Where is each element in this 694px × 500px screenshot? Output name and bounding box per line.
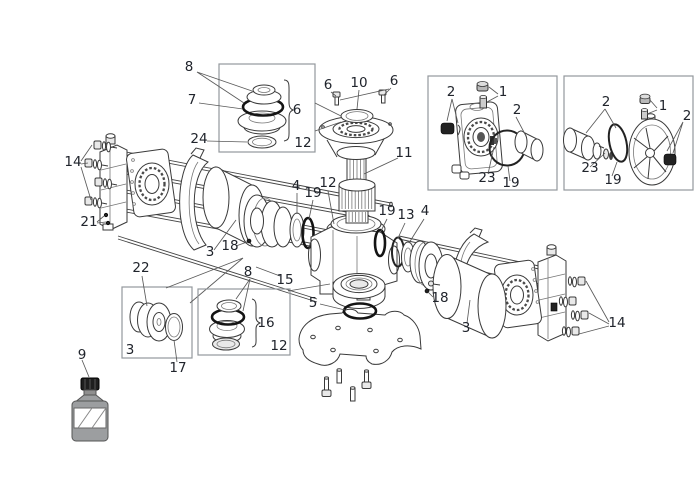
callout-14-right: 14 xyxy=(608,315,625,331)
oring-19-right xyxy=(373,228,387,258)
right-piston xyxy=(428,254,507,339)
callout-18-left: 18 xyxy=(221,238,238,254)
callout-10: 10 xyxy=(350,75,367,91)
callout-12-body: 12 xyxy=(319,175,336,191)
clip-2 xyxy=(457,124,461,136)
callout-18-right: 18 xyxy=(431,290,448,306)
callout-3-kit: 3 xyxy=(126,342,135,358)
seal-kit-box-top xyxy=(218,63,342,153)
bottom-bearing-housing xyxy=(332,273,386,320)
valve-cap-right xyxy=(639,93,651,120)
callout-19-body-right: 19 xyxy=(378,203,395,219)
callout-12-kit-bottom: 12 xyxy=(270,338,287,354)
leader-lines xyxy=(80,71,684,378)
flange-bolt-right xyxy=(378,89,387,104)
piston-kit-box xyxy=(121,257,244,359)
callout-2-dr-right: 2 xyxy=(683,108,692,124)
callout-19-body-left: 19 xyxy=(304,185,321,201)
detail-box-right xyxy=(563,75,694,191)
callout-4-body-left: 4 xyxy=(292,178,301,194)
bottom-bracket-plate xyxy=(298,308,422,366)
callout-22: 22 xyxy=(132,260,149,276)
callout-11: 11 xyxy=(395,145,412,161)
callout-13: 13 xyxy=(397,207,414,223)
callout-9: 9 xyxy=(78,347,87,363)
callout-1-dl: 1 xyxy=(499,84,508,100)
callout-4-body-right: 4 xyxy=(421,203,430,219)
callout-6-flange-right: 6 xyxy=(390,73,399,89)
callout-2-dl-left: 2 xyxy=(447,84,456,100)
callout-21: 21 xyxy=(80,214,97,230)
callout-5: 5 xyxy=(309,295,318,311)
callout-2-dl-right: 2 xyxy=(513,102,522,118)
callout-12-kit-top: 12 xyxy=(294,135,311,151)
callout-15: 15 xyxy=(276,272,293,288)
pin-18-left xyxy=(246,238,252,244)
callout-19-dl: 19 xyxy=(502,175,519,191)
bottom-fasteners xyxy=(321,368,372,402)
oring-19-left xyxy=(301,216,315,250)
right-manifold-bolts xyxy=(558,276,589,338)
callout-2-dr-left: 2 xyxy=(602,94,611,110)
bracket-16 xyxy=(251,298,262,348)
callout-8-kit-top: 8 xyxy=(185,59,194,75)
callout-3-left: 3 xyxy=(206,244,215,260)
left-bearing-plate xyxy=(126,148,176,218)
left-manifold-bolts xyxy=(84,140,118,209)
callout-16: 16 xyxy=(257,315,274,331)
oil-bottle xyxy=(71,377,109,442)
callout-24: 24 xyxy=(190,131,207,147)
oring-5 xyxy=(342,302,378,320)
callout-6-bracket: 6 xyxy=(293,102,302,118)
callout-labels: 8 7 24 6 12 6 10 6 11 4 19 12 19 13 4 15… xyxy=(64,59,691,376)
valve-cap-left xyxy=(476,81,489,109)
callout-7: 7 xyxy=(188,92,197,108)
spoked-cover-right xyxy=(628,113,676,186)
bracket-6 xyxy=(283,79,295,142)
left-seal-stack xyxy=(243,194,315,250)
roller-2-right xyxy=(663,153,677,166)
roller-2-left xyxy=(440,122,455,135)
callout-23-dl: 23 xyxy=(478,170,495,186)
top-flange xyxy=(318,89,394,160)
detail-box-left xyxy=(427,75,558,191)
left-cover xyxy=(179,147,209,251)
flange-bolt-left xyxy=(332,91,341,106)
callout-1-dr: 1 xyxy=(659,98,668,114)
callout-3-right: 3 xyxy=(462,320,471,336)
callout-19-dr: 19 xyxy=(604,172,621,188)
callout-17: 17 xyxy=(169,360,186,376)
right-manifold xyxy=(537,244,567,342)
callout-23-dr: 23 xyxy=(581,160,598,176)
seal-kit-box-bottom xyxy=(197,283,331,356)
piston-2-left xyxy=(514,130,544,162)
valve-assembly-right xyxy=(563,127,613,161)
left-screws-21 xyxy=(103,212,111,226)
callout-6-flange-left: 6 xyxy=(324,77,333,93)
callout-14-left: 14 xyxy=(64,154,81,170)
callout-8-kit-bottom: 8 xyxy=(244,264,253,280)
